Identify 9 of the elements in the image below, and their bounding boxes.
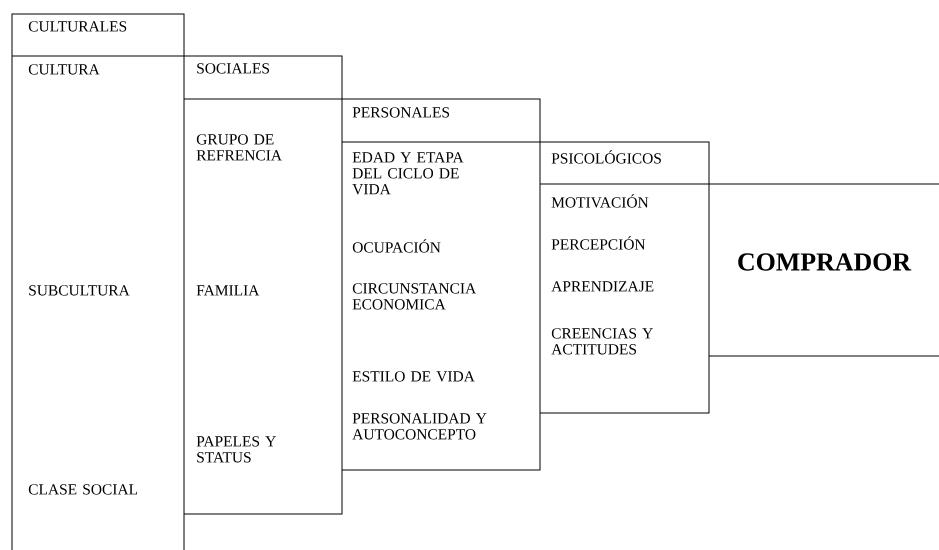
category-header: PSICOLÓGICOS [540, 142, 710, 184]
factor-column: EDAD Y ETAPA DEL CICLO DE VIDA OCUPACIÓN CIRCUNSTANCIA ECONOMICA ESTILO DE VIDA PERSONALIDAD Y AUTOCONCEPTO [342, 142, 540, 470]
category-header: PERSONALES [342, 98, 540, 142]
category-header: CULTURALES [12, 14, 184, 56]
category-header: SOCIALES [184, 56, 342, 100]
factor-column: CULTURA SUBCULTURA CLASE SOCIAL [12, 56, 184, 550]
factor-column: GRUPO DE REFRENCIA FAMILIA PAPELES Y STATUS [184, 98, 342, 514]
buyer-box: COMPRADOR [708, 184, 939, 356]
factor-column: MOTIVACIÓN PERCEPCIÓN APRENDIZAJE CREENCIAS Y ACTITUDES [540, 184, 710, 414]
